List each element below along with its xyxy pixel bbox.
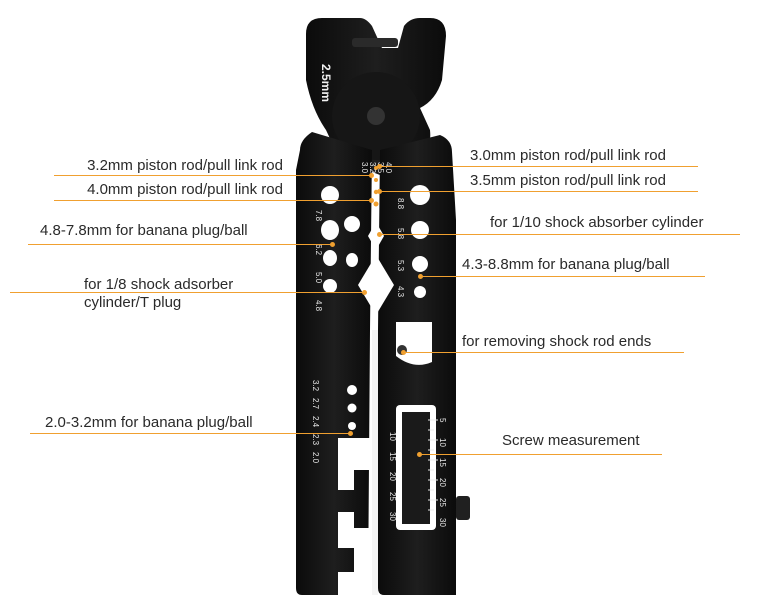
ruler-right-label: 20 [438,478,447,487]
right-upper-label: 5.3 [396,260,405,272]
callout-banana-4-8-7-8: 4.8-7.8mm for banana plug/ball [40,222,248,239]
top-scale-label: 3.2 [368,162,377,174]
leader-dot-removing-rod-ends [401,350,406,355]
leader-banana-4-8-7-8 [28,244,334,245]
callout-piston-3-5: 3.5mm piston rod/pull link rod [470,172,666,189]
callout-removing-rod-ends: for removing shock rod ends [462,333,652,350]
ruler-left-label: 20 [388,472,397,481]
left-upper-label: 4.8 [314,300,323,312]
leader-dot-piston-4-0 [369,198,374,203]
leader-piston-3-2 [54,175,372,176]
ruler-right-label: 5 [438,418,447,423]
leader-dot-piston-3-0 [377,164,382,169]
small-cylinder-slot [368,222,384,250]
leader-dot-piston-3-5 [377,189,382,194]
callout-banana-4-3-8-8: 4.3-8.8mm for banana plug/ball [462,256,670,273]
ruler-right-label: 15 [438,458,447,467]
left-lower-label: 2.3 [311,434,320,446]
leader-piston-3-5 [380,191,698,192]
adjuster-knob-icon [456,496,470,520]
handle-gap [372,330,378,595]
leader-piston-3-0 [380,166,698,167]
ruler-right-label: 10 [438,438,447,447]
ruler-left-labels: 10 15 20 25 30 [388,432,397,521]
ruler-left-label: 30 [388,512,397,521]
leader-dot-banana-4-3-8-8 [418,274,423,279]
left-upper-label: 6.2 [314,244,323,256]
ruler-slot-inner [402,412,430,524]
ruler-right-label: 25 [438,498,447,507]
ruler-left-label: 15 [388,452,397,461]
ruler-right-label: 30 [438,518,447,527]
jaw-pin [352,38,398,47]
left-lower-notches [338,438,370,595]
right-upper-label: 5.8 [396,228,405,240]
left-upper-label: 7.8 [314,210,323,222]
ruler-right-labels: 5 10 15 20 25 30 [438,418,447,527]
leader-shock-1-10 [380,234,740,235]
left-upper-label: 5.0 [314,272,323,284]
jaw-size-label: 2.5mm [319,64,333,102]
callout-screw-measurement: Screw measurement [502,432,640,449]
leader-dot-shock-1-8 [362,290,367,295]
left-lower-label: 2.0 [311,452,320,464]
callout-shock-1-8-line1: for 1/8 shock adsorber [84,276,234,293]
ruler-left-label: 10 [388,432,397,441]
callout-piston-3-0: 3.0mm piston rod/pull link rod [470,147,666,164]
ruler-left-label: 25 [388,492,397,501]
leader-dot-shock-1-10 [377,232,382,237]
leader-piston-4-0 [54,200,372,201]
left-lower-label: 2.7 [311,398,320,410]
callout-shock-1-10: for 1/10 shock absorber cylinder [490,214,704,231]
callout-banana-2-0-3-2: 2.0-3.2mm for banana plug/ball [45,414,253,431]
right-upper-labels: 8.8 5.8 5.3 4.3 [396,198,405,298]
left-lower-label: 3.2 [311,380,320,392]
callout-piston-4-0: 4.0mm piston rod/pull link rod [87,181,283,198]
left-lower-labels: 3.2 2.7 2.4 2.3 2.0 [311,380,320,464]
leader-dot-banana-2-0-3-2 [348,431,353,436]
top-scale-label: 3.0 [360,162,369,174]
leader-removing-rod-ends [404,352,684,353]
ruler-ticks [428,419,438,511]
leader-dot-banana-4-8-7-8 [330,242,335,247]
leader-banana-2-0-3-2 [30,433,352,434]
left-lower-label: 2.4 [311,416,320,428]
left-upper-labels: 7.8 6.2 5.0 4.8 [314,210,323,312]
right-upper-label: 8.8 [396,198,405,210]
pivot-screw-icon [367,107,385,125]
leader-dot-screw-measurement [417,452,422,457]
callout-piston-3-2: 3.2mm piston rod/pull link rod [87,157,283,174]
callout-shock-1-8-line2: cylinder/T plug [84,294,182,311]
leader-dot-piston-3-2 [369,173,374,178]
shock-cylinder-slot [358,255,394,315]
leader-banana-4-3-8-8 [420,276,705,277]
left-upper-holes [321,186,360,293]
top-scale-label: 4.0 [384,162,393,174]
right-upper-label: 4.3 [396,286,405,298]
piston-rod-holes [373,166,379,207]
leader-shock-1-8 [10,292,366,293]
leader-screw-measurement [420,454,662,455]
rod-end-slot [396,322,432,365]
